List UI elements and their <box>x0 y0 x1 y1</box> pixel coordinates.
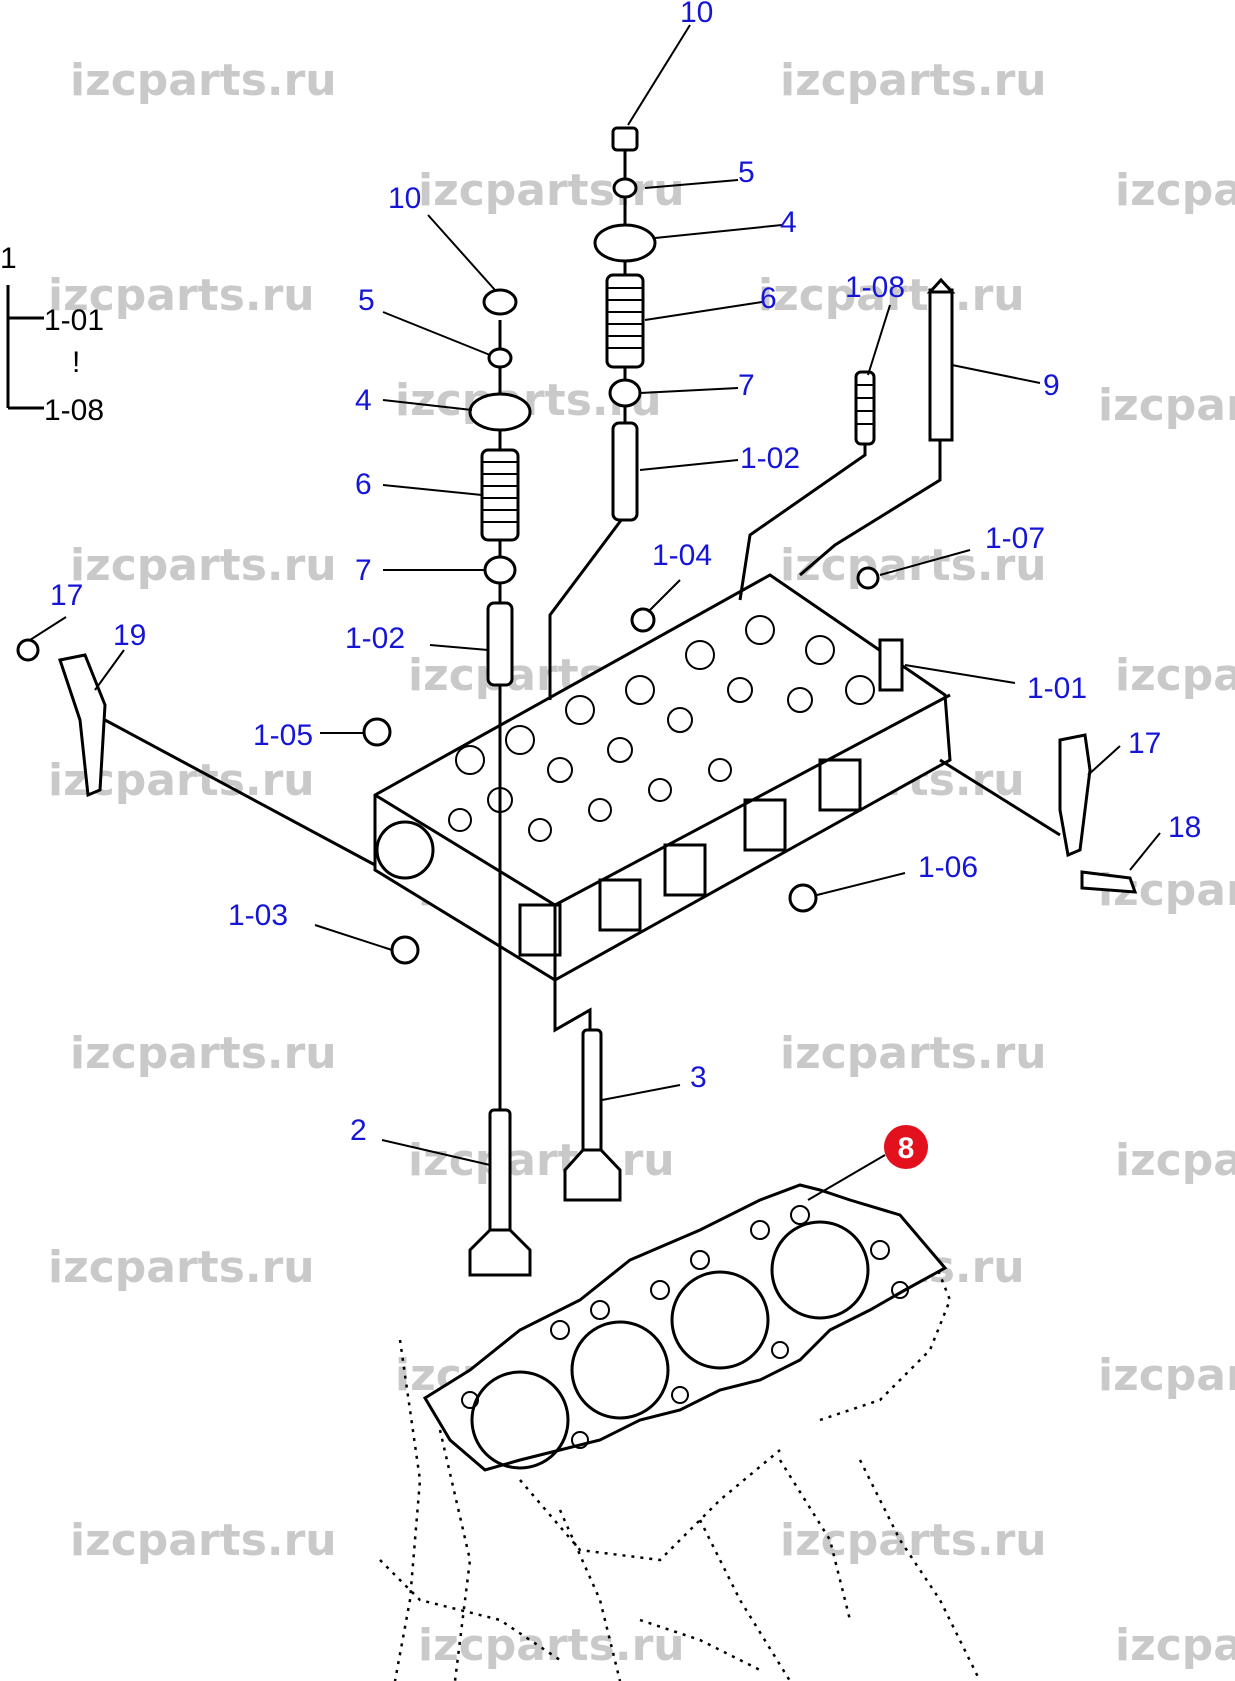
callout-17-right: 17 <box>1128 727 1161 760</box>
callout-18: 18 <box>1168 811 1201 844</box>
watermark: izcparts.ru <box>1098 380 1235 431</box>
watermark: izcparts.ru <box>1115 1135 1235 1186</box>
studs <box>738 277 956 601</box>
small-parts <box>16 566 1138 965</box>
watermark: izcparts.ru <box>418 1620 685 1671</box>
callout-19: 19 <box>113 619 146 652</box>
watermark: izcparts.ru <box>758 270 1025 321</box>
callout-4-right: 4 <box>780 206 797 239</box>
bracket-top: 1 <box>0 242 17 275</box>
callout-3: 3 <box>690 1061 707 1094</box>
leader-lines <box>29 24 1161 1201</box>
callout-1-05: 1-05 <box>253 719 313 752</box>
watermark: izcparts.ru <box>70 1028 337 1079</box>
callout-10-left: 10 <box>388 182 421 215</box>
highlight-badge-8[interactable]: 8 <box>884 1125 928 1169</box>
callout-1-03: 1-03 <box>228 899 288 932</box>
bracket-sep: ! <box>72 346 80 379</box>
watermark: izcparts.ru <box>1115 650 1235 701</box>
bracket-to: 1-08 <box>44 394 104 427</box>
head-gasket <box>422 1183 948 1472</box>
watermark: izcparts.ru <box>418 165 685 216</box>
callout-6-left: 6 <box>355 468 372 501</box>
watermark: izcparts.ru <box>408 1135 675 1186</box>
callout-4-left: 4 <box>355 384 372 417</box>
watermark: izcparts.ru <box>1115 165 1235 216</box>
callout-6-right: 6 <box>760 282 777 315</box>
valve-stack-right <box>548 126 657 700</box>
watermark: izcparts.ru <box>780 1028 1047 1079</box>
watermark: izcparts.ru <box>48 270 315 321</box>
watermark: izcparts.ru <box>48 1242 315 1293</box>
callout-7-right: 7 <box>738 369 755 402</box>
callout-10-right: 10 <box>680 0 713 29</box>
watermark: izcparts.ru <box>780 1515 1047 1566</box>
highlight-badge-label: 8 <box>898 1132 915 1165</box>
watermark: izcparts.ru <box>780 55 1047 106</box>
highlight-badge-circle <box>884 1125 928 1169</box>
callout-1-01: 1-01 <box>1027 672 1087 705</box>
valves <box>468 940 622 1277</box>
callout-1-02-left: 1-02 <box>345 622 405 655</box>
callout-1-02-right: 1-02 <box>740 442 800 475</box>
bracket-from: 1-01 <box>44 304 104 337</box>
callout-1-08: 1-08 <box>845 271 905 304</box>
callout-5-right: 5 <box>738 156 755 189</box>
engine-block <box>379 1249 982 1681</box>
callout-9: 9 <box>1043 369 1060 402</box>
watermark: izcparts.ru <box>70 540 337 591</box>
bracket-legend: 1 1-01 ! 1-08 <box>0 242 104 427</box>
watermark: izcparts.ru <box>70 1515 337 1566</box>
callout-5-left: 5 <box>358 284 375 317</box>
callout-7-left: 7 <box>355 554 372 587</box>
callout-1-07: 1-07 <box>985 522 1045 555</box>
cylinder-head <box>373 573 952 982</box>
callout-2: 2 <box>350 1114 367 1147</box>
watermark: izcparts.ru <box>70 55 337 106</box>
callout-labels: 10 5 4 6 7 1-02 10 5 4 6 7 1-02 1-08 9 1… <box>50 0 1201 1147</box>
watermark: izcparts.ru <box>1098 1350 1235 1401</box>
watermark: izcparts.ru <box>1115 1620 1235 1671</box>
callout-1-06: 1-06 <box>918 851 978 884</box>
callout-17-left: 17 <box>50 579 83 612</box>
callout-1-04: 1-04 <box>652 539 712 572</box>
